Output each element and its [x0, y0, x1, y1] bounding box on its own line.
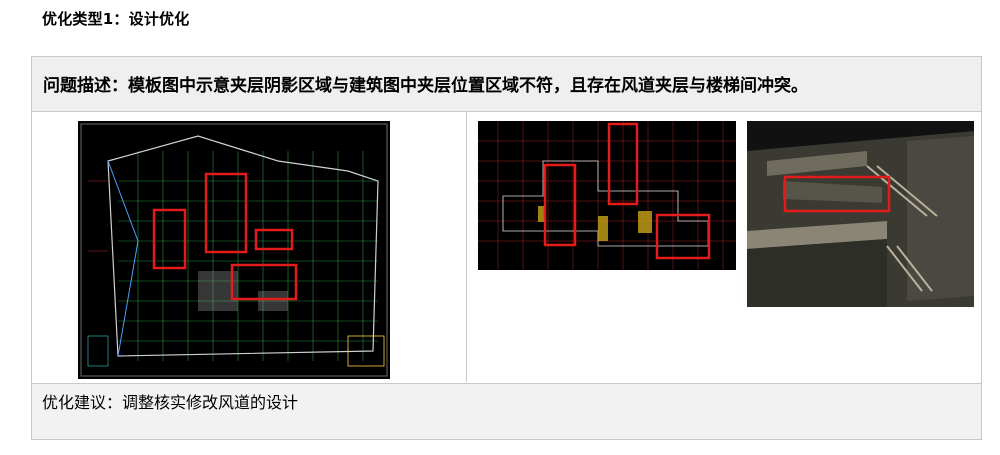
column-divider	[466, 112, 467, 382]
problem-description: 问题描述：模板图中示意夹层阴影区域与建筑图中夹层位置区域不符，且存在风道夹层与楼…	[43, 76, 808, 96]
optimization-advice: 优化建议：调整核实修改风道的设计	[42, 393, 299, 412]
highlight-box	[783, 175, 891, 213]
highlight-box	[607, 122, 639, 206]
highlight-box	[204, 172, 248, 254]
highlight-box	[152, 208, 187, 270]
highlight-box	[655, 213, 711, 260]
problem-row: 问题描述：模板图中示意夹层阴影区域与建筑图中夹层位置区域不符，且存在风道夹层与楼…	[32, 57, 981, 112]
highlight-box	[543, 163, 577, 247]
advice-row: 优化建议：调整核实修改风道的设计	[32, 383, 981, 439]
architectural-plan-drawing	[478, 121, 736, 270]
formwork-plan-drawing	[78, 121, 390, 379]
slide-title: 优化类型1：设计优化	[42, 10, 190, 28]
content-panel: 问题描述：模板图中示意夹层阴影区域与建筑图中夹层位置区域不符，且存在风道夹层与楼…	[31, 56, 982, 440]
highlight-box	[254, 228, 294, 251]
highlight-box	[230, 263, 298, 301]
bim-3d-stair-view	[747, 121, 974, 307]
